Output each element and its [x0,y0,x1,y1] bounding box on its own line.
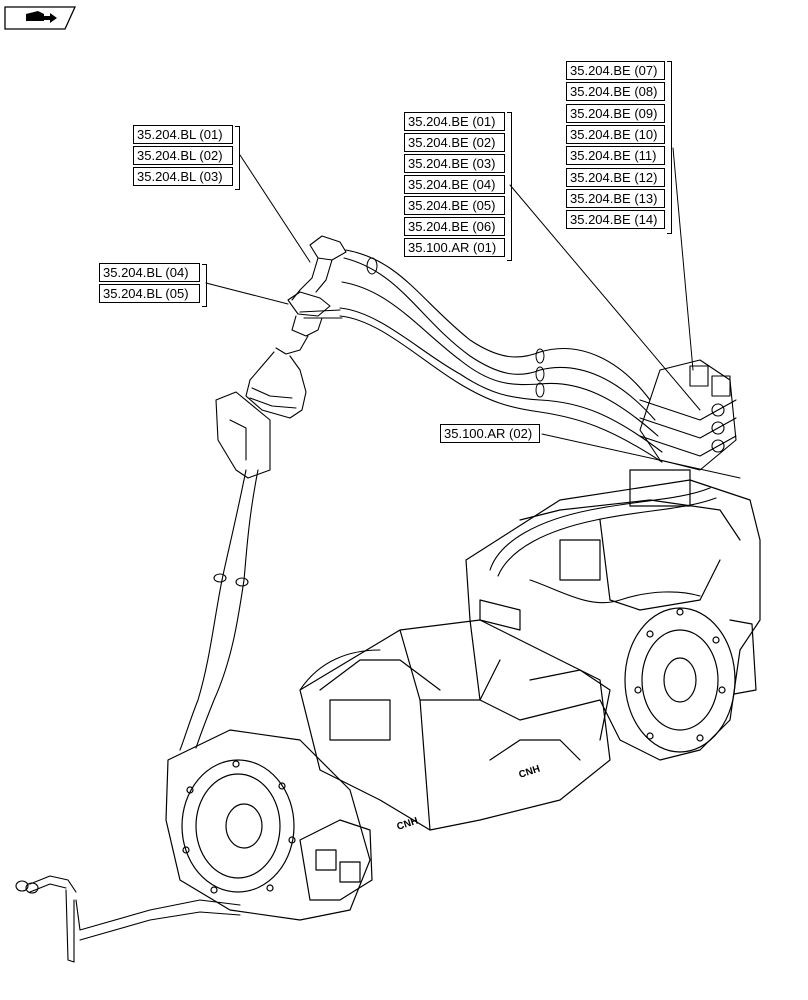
cable-clamps [366,257,545,398]
front-housing [165,729,373,921]
callout-label[interactable]: 35.204.BE (08) [566,82,665,101]
callout-label[interactable]: 35.204.BL (01) [133,125,233,144]
cnh-logo-rear: CNH [518,764,542,781]
nav-badge[interactable] [4,6,77,30]
leader-lines [205,147,741,479]
callout-label[interactable]: 35.204.BE (13) [566,189,665,208]
callout-label[interactable]: 35.204.BE (02) [404,133,505,152]
callout-label[interactable]: 35.204.BE (03) [404,154,505,173]
callout-label[interactable]: 35.100.AR (01) [404,238,505,257]
callout-label[interactable]: 35.204.BE (05) [404,196,505,215]
callout-label[interactable]: 35.204.BE (01) [404,112,505,131]
callout-label[interactable]: 35.204.BL (05) [99,284,200,303]
callout-label[interactable]: 35.204.BE (14) [566,210,665,229]
callout-label[interactable]: 35.204.BL (04) [99,263,200,282]
callout-label[interactable]: 35.204.BL (03) [133,167,233,186]
bracket-bl-top [235,126,240,190]
bracket-be-right [667,61,672,234]
callout-label[interactable]: 35.204.BE (12) [566,168,665,187]
callout-label[interactable]: 35.204.BE (06) [404,217,505,236]
valve-block [639,359,737,471]
callout-label[interactable]: 35.204.BE (04) [404,175,505,194]
book-arrow-icon [4,6,77,30]
rear-housing [465,469,761,761]
top-pipe [299,487,717,691]
bracket-bl-mid [202,264,207,307]
lower-cable [179,469,259,751]
callout-label[interactable]: 35.204.BE (09) [566,104,665,123]
callout-label[interactable]: 35.204.BE (10) [566,125,665,144]
front-pipe [15,875,241,963]
cable-bundle [339,249,663,463]
bracket-be-left [507,112,512,261]
joystick-lever [215,235,347,479]
callout-label[interactable]: 35.204.BE (07) [566,61,665,80]
callout-label[interactable]: 35.204.BE (11) [566,146,665,165]
cnh-logo-front: CNH [396,816,420,833]
callout-label[interactable]: 35.100.AR (02) [440,424,540,443]
middle-housing [299,599,611,831]
callout-label[interactable]: 35.204.BL (02) [133,146,233,165]
